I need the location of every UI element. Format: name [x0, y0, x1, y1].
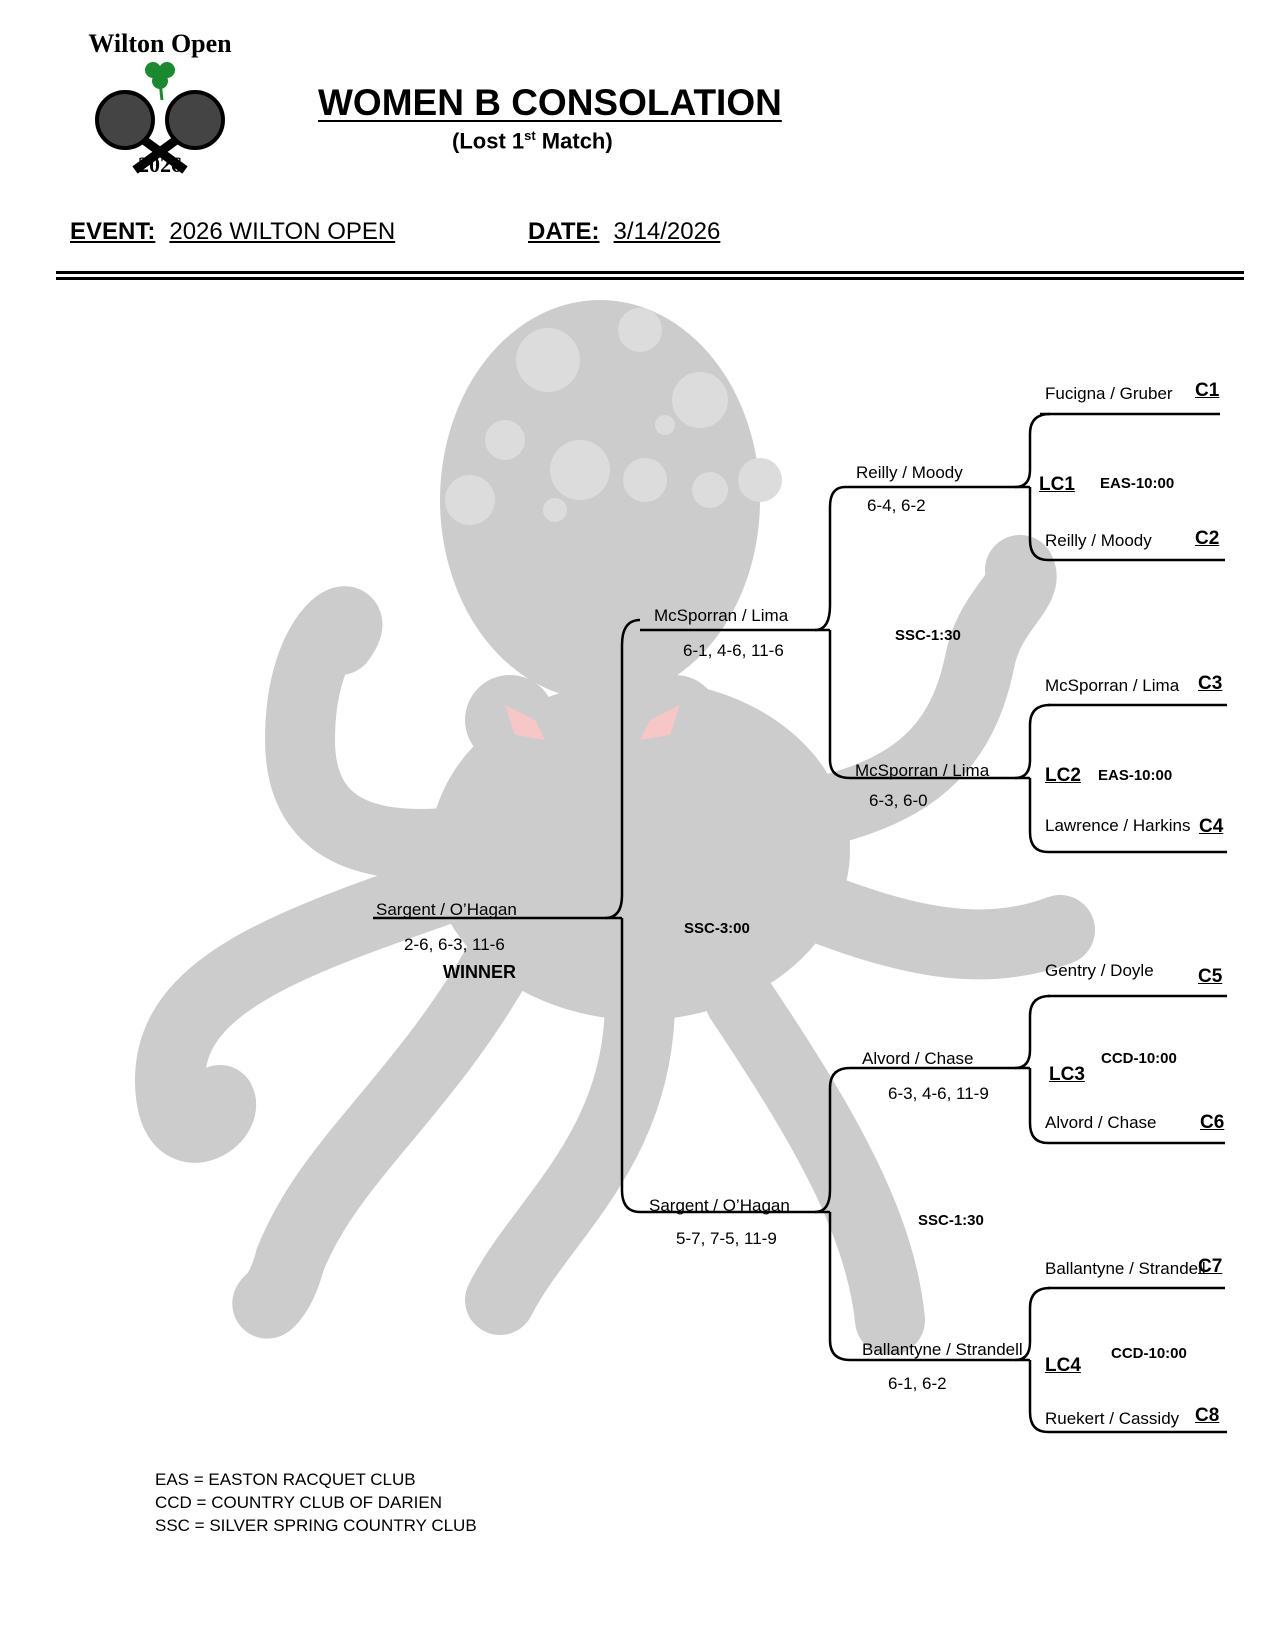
r1-team-c4: Lawrence / Harkins	[1045, 816, 1191, 835]
logo-year: 2026	[138, 152, 182, 177]
r1-team-c2: Reilly / Moody	[1045, 531, 1152, 550]
match-code-lc3: LC3	[1049, 1064, 1085, 1085]
code-c6: C6	[1200, 1112, 1225, 1133]
rackets-icon	[95, 90, 225, 174]
match-schedule-lc1: EAS-10:00	[1100, 475, 1175, 492]
final-team: Sargent / O’Hagan	[376, 900, 517, 919]
header-rule-bottom	[56, 277, 1244, 280]
match-code-lc2: LC2	[1045, 765, 1081, 786]
r1-team-c1: Fucigna / Gruber	[1045, 384, 1173, 403]
page-subtitle: (Lost 1st Match)	[452, 128, 613, 154]
match-code-lc1: LC1	[1039, 474, 1075, 495]
qf-team-4: Ballantyne / Strandell	[862, 1340, 1023, 1359]
r1-team-c3: McSporran / Lima	[1045, 676, 1180, 695]
qf-team-2: McSporran / Lima	[855, 761, 990, 780]
qf-score-1: 6-4, 6-2	[867, 496, 926, 515]
r1-team-c6: Alvord / Chase	[1045, 1113, 1157, 1132]
code-c1: C1	[1195, 380, 1220, 401]
sf-score-2: 5-7, 7-5, 11-9	[676, 1229, 777, 1248]
logo-top-text: Wilton Open	[88, 29, 232, 58]
match-schedule-lc2: EAS-10:00	[1098, 767, 1173, 784]
page-title: WOMEN B CONSOLATION	[318, 82, 782, 123]
qf-score-4: 6-1, 6-2	[888, 1374, 947, 1393]
legend-ccd: CCD = COUNTRY CLUB OF DARIEN	[155, 1493, 442, 1512]
qf-score-2: 6-3, 6-0	[869, 791, 928, 810]
sf-team-1: McSporran / Lima	[654, 606, 789, 625]
sf-schedule-2: SSC-1:30	[918, 1212, 984, 1229]
code-c5: C5	[1198, 966, 1223, 987]
code-c2: C2	[1195, 528, 1220, 549]
code-c3: C3	[1198, 673, 1223, 694]
r1-team-c7: Ballantyne / Strandell	[1045, 1259, 1206, 1278]
header-rule-top	[56, 271, 1244, 274]
match-code-lc4: LC4	[1045, 1355, 1081, 1376]
sf-schedule-1: SSC-1:30	[895, 627, 961, 644]
r1-team-c8: Ruekert / Cassidy	[1045, 1409, 1180, 1428]
match-schedule-lc4: CCD-10:00	[1111, 1345, 1187, 1362]
qf-score-3: 6-3, 4-6, 11-9	[888, 1084, 989, 1103]
sf-team-2: Sargent / O’Hagan	[649, 1196, 790, 1215]
code-c4: C4	[1199, 816, 1224, 837]
r1-team-c5: Gentry / Doyle	[1045, 961, 1154, 980]
winner-label: WINNER	[443, 962, 516, 982]
date-field: DATE:3/14/2026	[528, 218, 721, 245]
code-c7: C7	[1198, 1256, 1223, 1277]
legend-eas: EAS = EASTON RACQUET CLUB	[155, 1470, 416, 1489]
code-c8: C8	[1195, 1405, 1220, 1426]
event-field: EVENT:2026 WILTON OPEN	[70, 218, 396, 245]
final-score: 2-6, 6-3, 11-6	[404, 935, 505, 954]
shamrock-icon	[145, 62, 175, 101]
qf-team-3: Alvord / Chase	[862, 1049, 974, 1068]
legend-ssc: SSC = SILVER SPRING COUNTRY CLUB	[155, 1516, 477, 1535]
match-schedule-lc3: CCD-10:00	[1101, 1050, 1177, 1067]
qf-team-1: Reilly / Moody	[856, 463, 963, 482]
sf-score-1: 6-1, 4-6, 11-6	[683, 641, 784, 660]
wilton-open-logo: Wilton Open 2026	[88, 29, 232, 177]
final-schedule: SSC-3:00	[684, 920, 750, 937]
